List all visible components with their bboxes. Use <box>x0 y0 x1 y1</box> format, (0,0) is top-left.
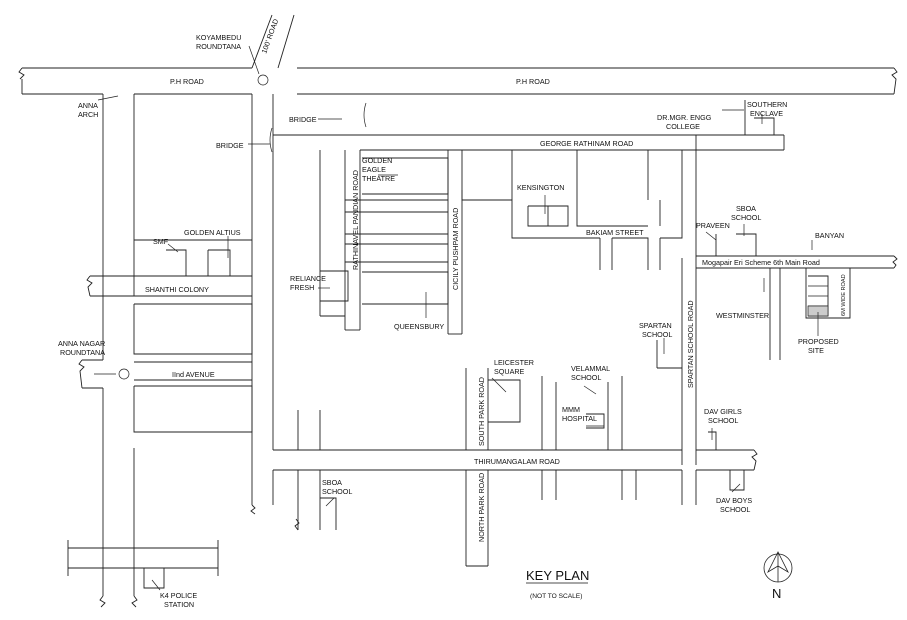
label-george-rathinam-road: GEORGE RATHINAM ROAD <box>540 139 633 148</box>
label-queensbury: QUEENSBURY <box>394 322 444 331</box>
label-kensington: KENSINGTON <box>517 183 564 192</box>
label-sboa-school-top: SBOA <box>736 204 756 213</box>
label-ph-road-east: P.H ROAD <box>516 77 550 86</box>
label-praveen: PRAVEEN <box>696 221 730 230</box>
label-reliance-fresh: RELIANCE <box>290 274 326 283</box>
label-iind-avenue: IInd AVENUE <box>172 370 215 379</box>
label-dav-boys-school: DAV BOYS <box>716 496 752 505</box>
key-plan-title: KEY PLAN <box>526 568 589 583</box>
label-koyambedu: KOYAMBEDU <box>196 33 241 42</box>
label-rathinavel-pandian-road: RATHINAVEL PANDIAN ROAD <box>351 170 360 270</box>
label-k4-police-station: K4 POLICE <box>160 591 197 600</box>
label-drmgr-college-2: COLLEGE <box>666 122 700 131</box>
label-golden-altius: GOLDEN ALTIUS <box>184 228 241 237</box>
label-mmm-hospital: MMM <box>562 405 580 414</box>
label-spartan-school-2: SCHOOL <box>642 330 672 339</box>
label-sboa-school-bottom-2: SCHOOL <box>322 487 352 496</box>
label-koyambedu-2: ROUNDTANA <box>196 42 241 51</box>
label-dav-girls-school-2: SCHOOL <box>708 416 738 425</box>
label-south-park-road: SOUTH PARK ROAD <box>477 377 486 446</box>
label-cicily-pushpam-road: CICILY PUSHPAM ROAD <box>451 208 460 290</box>
label-north-park-road: NORTH PARK ROAD <box>477 473 486 542</box>
label-bakiam-street: BAKIAM STREET <box>586 228 644 237</box>
label-smf: SMF <box>153 237 169 246</box>
label-velammal-school-2: SCHOOL <box>571 373 601 382</box>
label-dav-boys-school-2: SCHOOL <box>720 505 750 514</box>
key-plan-title-block: KEY PLAN (NOT TO SCALE) <box>526 568 589 600</box>
label-sboa-school-top-2: SCHOOL <box>731 213 761 222</box>
north-label: N <box>772 586 781 601</box>
label-sboa-school-bottom: SBOA <box>322 478 342 487</box>
key-plan-subtitle: (NOT TO SCALE) <box>530 593 582 600</box>
label-ph-road-west: P.H ROAD <box>170 77 204 86</box>
label-proposed-site: PROPOSED <box>798 337 839 346</box>
label-thirumangalam-road: THIRUMANGALAM ROAD <box>474 457 560 466</box>
label-leicester-square-2: SQUARE <box>494 367 525 376</box>
label-golden-eagle-3: THEATRE <box>362 174 395 183</box>
north-arrow-icon: N <box>763 551 793 601</box>
label-golden-eagle: GOLDEN <box>362 156 392 165</box>
label-southern-enclave-2: ENCLAVE <box>750 109 783 118</box>
label-mogapair-road: Mogapair Eri Scheme 6th Main Road <box>702 258 820 267</box>
label-bridge-left: BRIDGE <box>216 141 244 150</box>
label-bridge-right: BRIDGE <box>289 115 317 124</box>
label-100ft-road: 100' ROAD <box>259 18 280 55</box>
label-southern-enclave: SOUTHERN <box>747 100 787 109</box>
label-anna-nagar-roundtana-2: ROUNDTANA <box>60 348 105 357</box>
leader-arrows <box>94 45 819 591</box>
label-golden-eagle-2: EAGLE <box>362 165 386 174</box>
label-6m-wide-road: 6M WIDE ROAD <box>841 274 847 316</box>
label-spartan-school: SPARTAN <box>639 321 672 330</box>
label-shanthi-colony: SHANTHI COLONY <box>145 285 209 294</box>
label-drmgr-college: DR.MGR. ENGG <box>657 113 712 122</box>
road-network <box>18 14 898 608</box>
label-proposed-site-2: SITE <box>808 346 824 355</box>
label-spartan-school-road: SPARTAN SCHOOL ROAD <box>686 300 695 388</box>
label-velammal-school: VELAMMAL <box>571 364 610 373</box>
place-labels: KOYAMBEDU ROUNDTANA 100' ROAD P.H ROAD P… <box>58 18 847 609</box>
label-banyan: BANYAN <box>815 231 844 240</box>
label-mmm-hospital-2: HOSPITAL <box>562 414 597 423</box>
label-reliance-fresh-2: FRESH <box>290 283 314 292</box>
label-leicester-square: LEICESTER <box>494 358 534 367</box>
label-anna-nagar-roundtana: ANNA NAGAR <box>58 339 105 348</box>
label-k4-police-station-2: STATION <box>164 600 194 609</box>
label-anna-arch-2: ARCH <box>78 110 98 119</box>
label-anna-arch: ANNA <box>78 101 98 110</box>
label-dav-girls-school: DAV GIRLS <box>704 407 742 416</box>
label-westminster: WESTMINSTER <box>716 311 769 320</box>
